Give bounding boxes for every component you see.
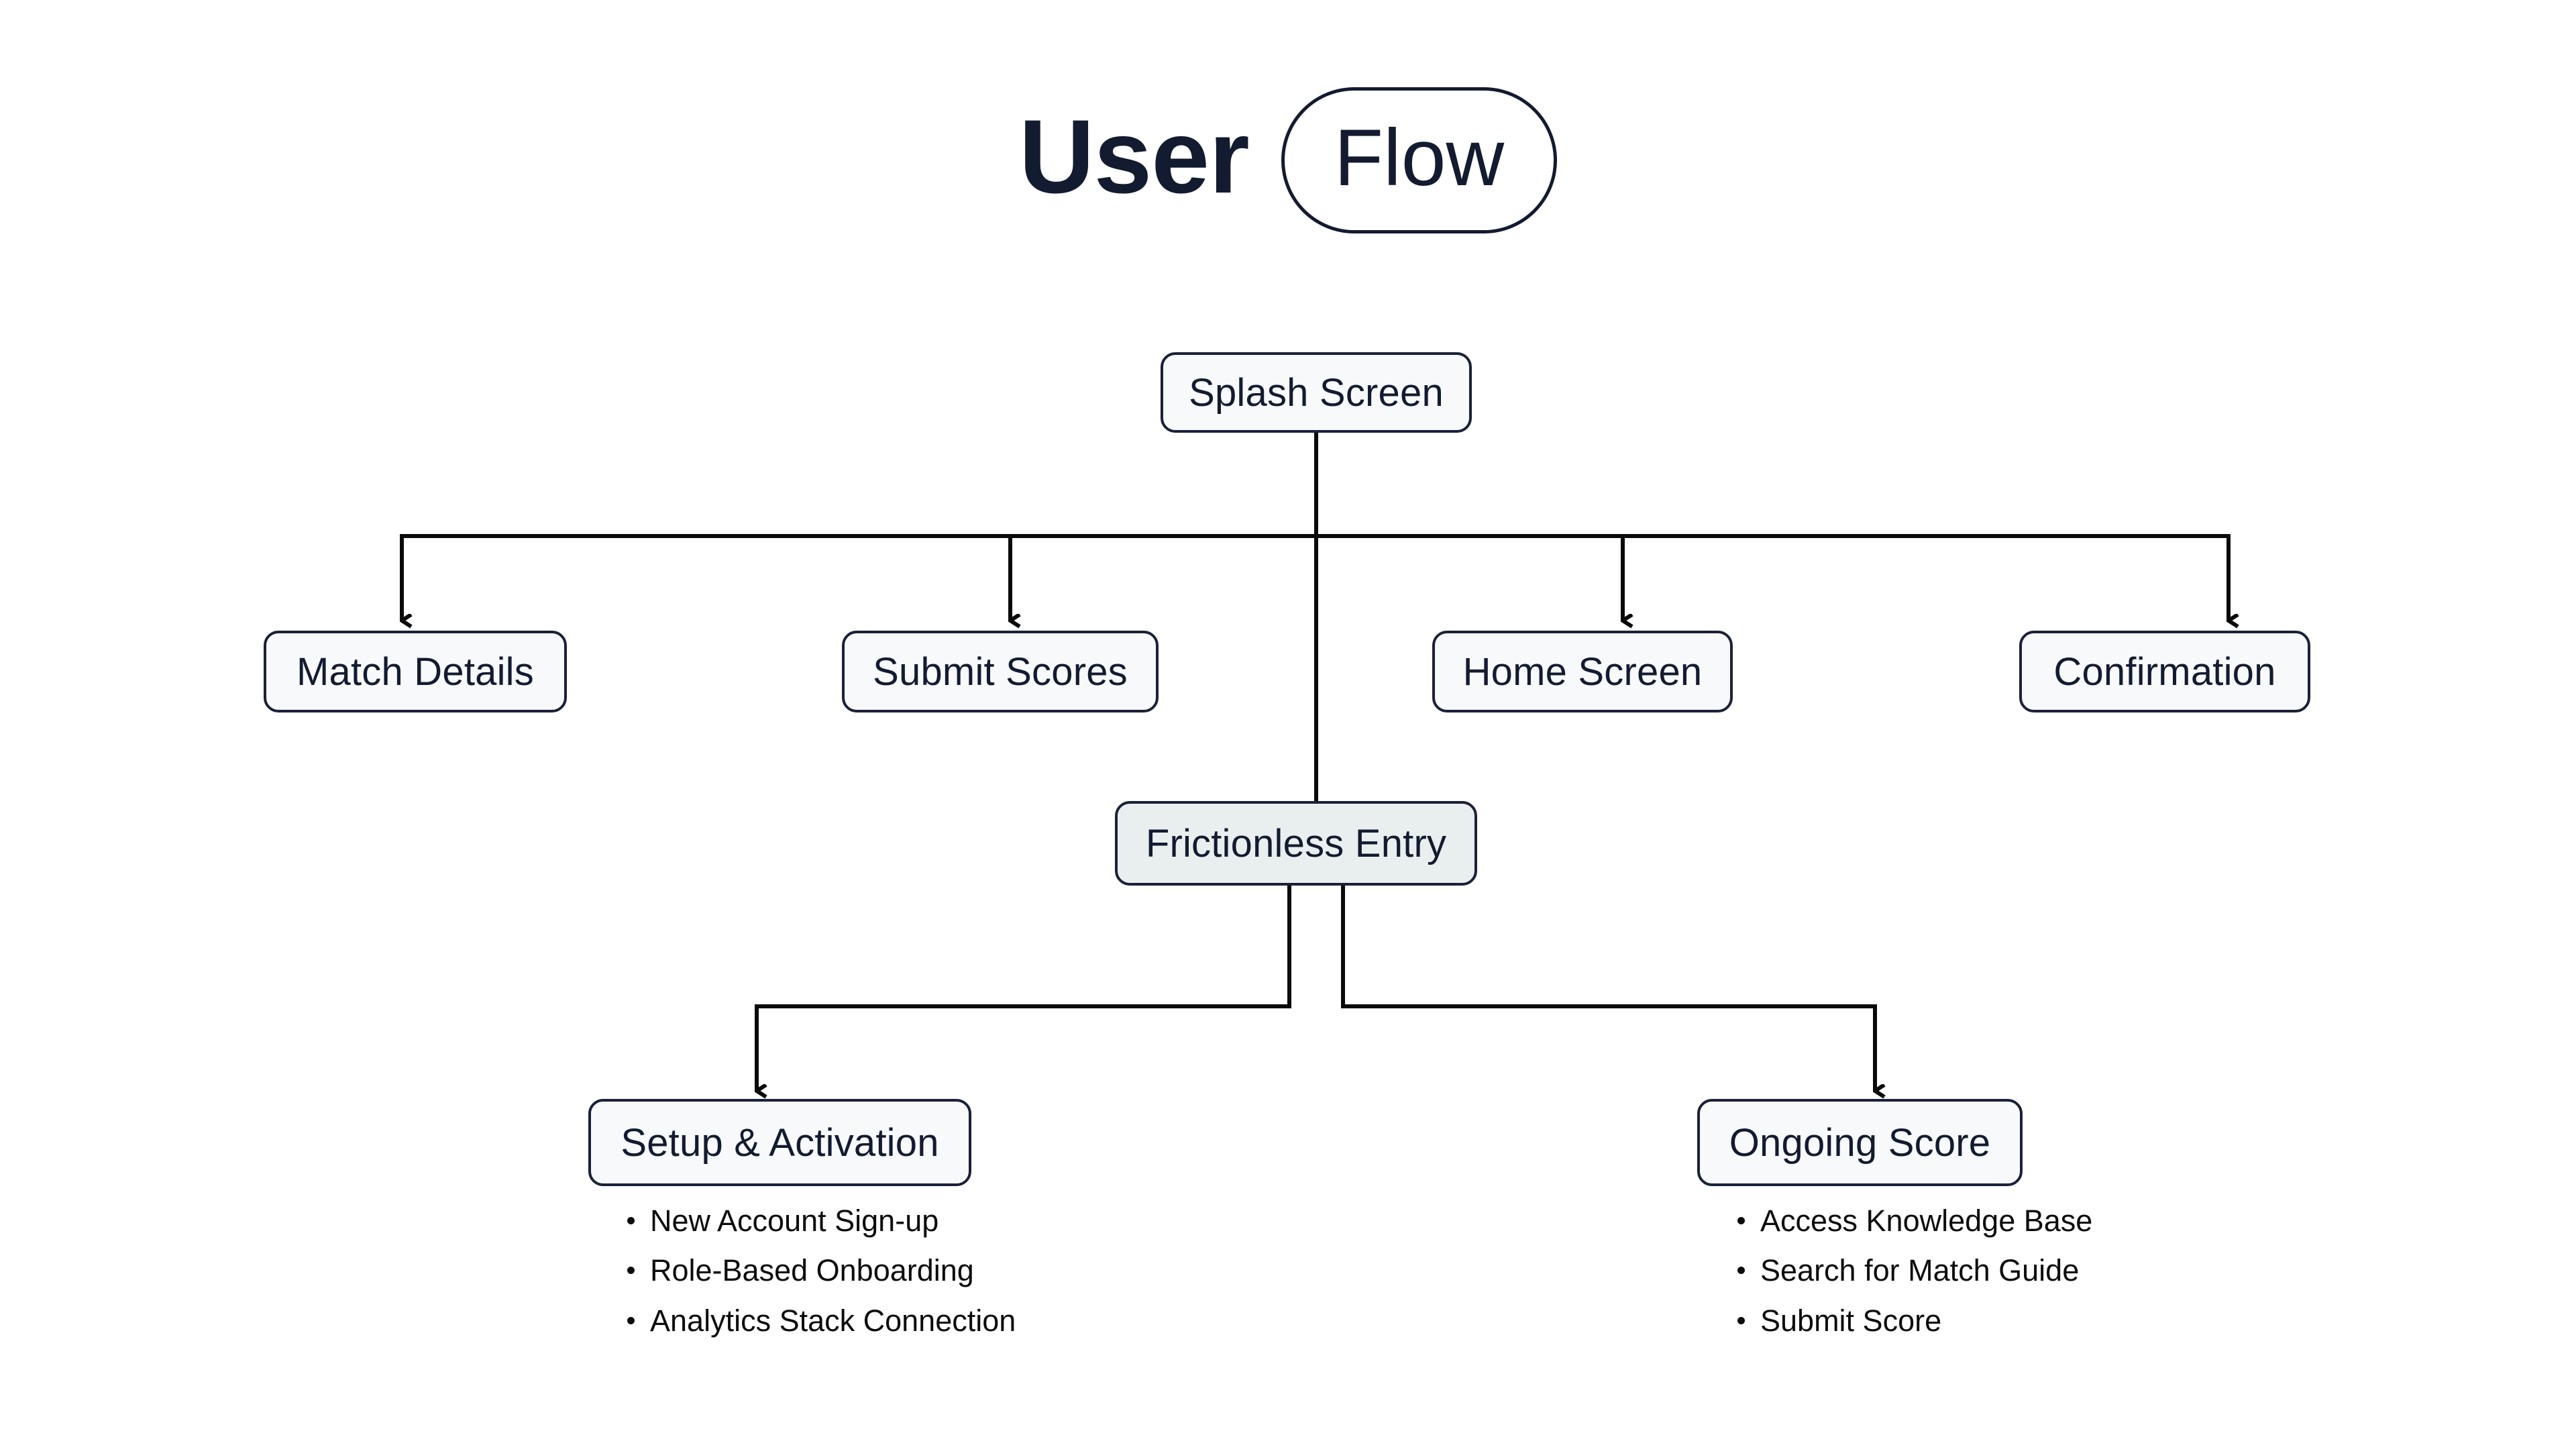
wire-to-ongoing-score [1341, 886, 1875, 1091]
list-item: Role-Based Onboarding [627, 1251, 1016, 1291]
bullet-list-setup-activation: New Account Sign-up Role-Based Onboardin… [614, 1201, 1016, 1350]
list-item: Submit Score [1737, 1301, 2092, 1341]
list-item: New Account Sign-up [627, 1201, 1016, 1241]
page-title: User Flow [0, 87, 2576, 233]
list-item: Search for Match Guide [1737, 1251, 2092, 1291]
title-pill-label: Flow [1334, 113, 1505, 203]
bullet-list-ongoing-score: Access Knowledge Base Search for Match G… [1724, 1201, 2092, 1350]
list-item: Access Knowledge Base [1737, 1201, 2092, 1241]
node-match-details[interactable]: Match Details [264, 631, 567, 712]
wire-to-setup-activation [755, 886, 1291, 1091]
title-pill-flow: Flow [1281, 87, 1558, 233]
node-submit-scores[interactable]: Submit Scores [842, 631, 1159, 712]
node-setup-activation[interactable]: Setup & Activation [588, 1099, 971, 1186]
node-confirmation[interactable]: Confirmation [2019, 631, 2310, 712]
title-word-user: User [1018, 99, 1250, 215]
node-splash-screen[interactable]: Splash Screen [1161, 352, 1472, 433]
list-item: Analytics Stack Connection [627, 1301, 1016, 1341]
node-home-screen[interactable]: Home Screen [1432, 631, 1733, 712]
node-ongoing-score[interactable]: Ongoing Score [1697, 1099, 2023, 1186]
node-frictionless-entry[interactable]: Frictionless Entry [1115, 801, 1477, 886]
